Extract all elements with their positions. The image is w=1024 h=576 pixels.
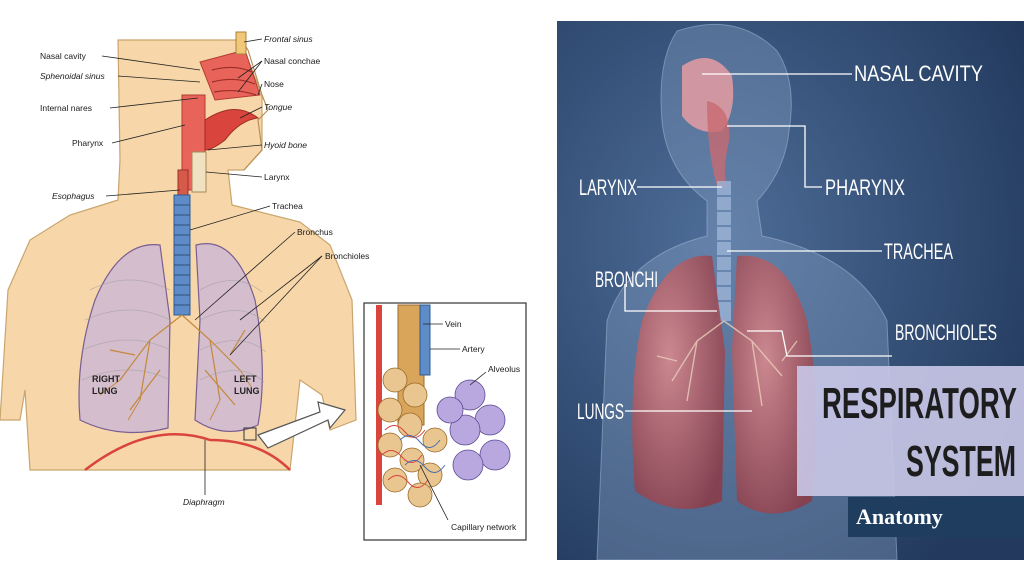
label-hyoid-bone: Hyoid bone	[264, 140, 307, 150]
inset-label-capillary-network: Capillary network	[451, 522, 517, 532]
poster-label-bronchioles: BRONCHIOLES	[895, 320, 997, 345]
poster-anatomy-tag-text: Anatomy	[856, 504, 943, 529]
label-right-lung-line2: LUNG	[92, 386, 118, 396]
nasal-conchae-shape	[211, 66, 257, 96]
frontal-sinus-shape	[235, 31, 247, 55]
label-internal-nares: Internal nares	[40, 103, 92, 113]
inset-label-alveolus: Alveolus	[488, 364, 520, 374]
poster-title-line1: RESPIRATORY	[822, 379, 1017, 428]
label-left-lung-line1: LEFT	[234, 374, 257, 384]
label-right-lung-line1: RIGHT	[92, 374, 121, 384]
left-anatomy-illustration: Nasal cavity Sphenoidal sinus Internal n…	[0, 31, 527, 541]
label-tongue: Tongue	[264, 102, 292, 112]
label-left-lung-line2: LUNG	[234, 386, 260, 396]
lung-detail-marker	[243, 427, 257, 441]
poster-pharynx	[707, 101, 730, 186]
poster-label-larynx: LARYNX	[579, 175, 637, 200]
label-nose: Nose	[264, 79, 284, 89]
poster-label-pharynx: PHARYNX	[825, 175, 905, 200]
trachea-shape	[173, 194, 191, 316]
rib-lines	[81, 279, 267, 383]
bronchial-tree	[99, 314, 253, 421]
label-bronchus: Bronchus	[297, 227, 333, 237]
label-nasal-conchae: Nasal conchae	[264, 56, 321, 66]
poster-title-line2: SYSTEM	[906, 437, 1016, 486]
larynx-shape	[191, 151, 207, 193]
leader-lines	[101, 38, 323, 495]
poster-label-nasal-cavity: NASAL CAVITY	[854, 61, 983, 86]
poster-left-lung	[732, 255, 816, 514]
poster-trachea	[717, 181, 731, 321]
poster-label-trachea: TRACHEA	[884, 239, 953, 264]
diaphragm-shape	[84, 433, 291, 471]
label-nasal-cavity: Nasal cavity	[40, 51, 87, 61]
poster-bronchi	[656, 320, 798, 407]
poster-label-lungs: LUNGS	[577, 399, 624, 424]
label-trachea: Trachea	[272, 201, 303, 211]
poster-right-lung	[632, 255, 725, 509]
callout-arrow	[257, 401, 347, 449]
tongue-shape	[204, 109, 260, 151]
label-diaphragm: Diaphragm	[183, 497, 225, 507]
inset-label-artery: Artery	[462, 344, 485, 354]
right-lung-shape	[78, 244, 171, 434]
left-lung-shape	[194, 243, 263, 433]
alveolus-inset: Vein Artery Alveolus Capillary network	[363, 302, 527, 541]
head-profile	[239, 37, 269, 171]
inset-label-vein: Vein	[445, 319, 462, 329]
poster-anatomy-tag	[848, 497, 1024, 537]
poster-title-panel	[797, 366, 1024, 496]
poster-leader-lines	[624, 73, 892, 412]
label-frontal-sinus: Frontal sinus	[264, 34, 313, 44]
label-pharynx: Pharynx	[72, 138, 104, 148]
label-bronchioles: Bronchioles	[325, 251, 369, 261]
right-respiratory-poster: NASAL CAVITY LARYNX PHARYNX TRACHEA BRON…	[557, 21, 1024, 560]
poster-label-bronchi: BRONCHI	[595, 267, 658, 292]
label-esophagus: Esophagus	[52, 191, 95, 201]
label-larynx: Larynx	[264, 172, 290, 182]
label-sphenoidal-sinus: Sphenoidal sinus	[40, 71, 105, 81]
nasal-cavity-shape	[199, 49, 261, 101]
